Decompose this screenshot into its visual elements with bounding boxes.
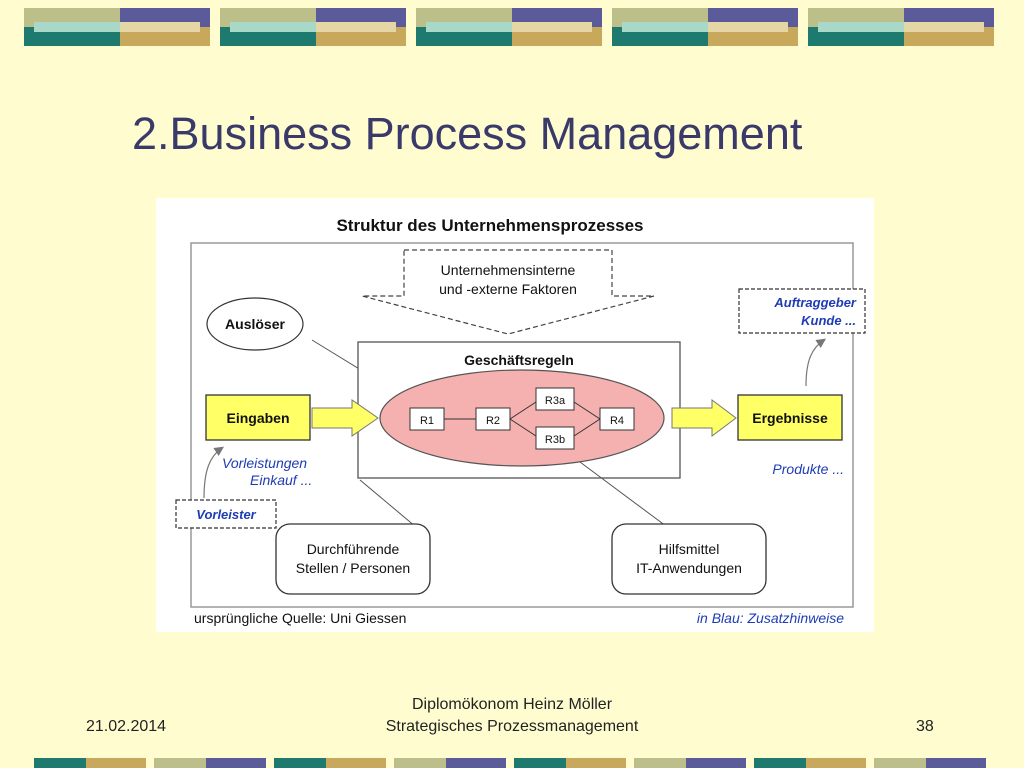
output-label: Ergebnisse — [752, 410, 828, 426]
client-line1: Auftraggeber — [773, 295, 857, 310]
footer-author-line1: Diplomökonom Heinz Möller — [411, 696, 613, 713]
client-arrow — [805, 338, 826, 387]
rule-r2: R2 — [486, 415, 500, 427]
supplier-note-line1: Vorleistungen — [222, 455, 307, 471]
header-decoration-1 — [24, 8, 210, 46]
executors-line1: Durchführende — [307, 541, 400, 557]
diagram-heading: Struktur des Unternehmensprozesses — [336, 216, 643, 235]
tools-line1: Hilfsmittel — [659, 541, 720, 557]
rule-r3b-box — [535, 426, 575, 450]
header-decoration-2 — [220, 8, 406, 46]
rules-ellipse — [379, 369, 665, 467]
footer-author: Diplomökonom Heinz Möller Strategisches … — [380, 694, 644, 738]
executors-box — [275, 523, 431, 595]
blue-note: in Blau: Zusatzhinweise — [697, 610, 844, 626]
client-line2: Kunde ... — [801, 313, 856, 328]
trigger-label: Auslöser — [225, 316, 285, 332]
footer-author-line2: Strategisches Prozessmanagement — [385, 718, 639, 735]
rule-r4: R4 — [610, 415, 624, 427]
supplier-label: Vorleister — [196, 507, 256, 522]
rule-link-r2-r3b — [509, 418, 537, 437]
rule-r3a: R3a — [545, 395, 566, 407]
process-diagram: Struktur des Unternehmensprozesses Unter… — [156, 198, 874, 632]
products-note: Produkte ... — [772, 461, 844, 477]
executors-line2: Stellen / Personen — [296, 560, 410, 576]
header-decoration-5 — [808, 8, 994, 46]
rule-r1: R1 — [420, 415, 434, 427]
tools-line2: IT-Anwendungen — [636, 560, 742, 576]
rule-link-r3b-r4 — [573, 418, 601, 437]
tools-connector — [579, 461, 675, 533]
supplier-arrow — [203, 446, 224, 499]
header-decoration-4 — [612, 8, 798, 46]
rule-r3a-box — [535, 387, 575, 411]
slide-title: 2.Business Process Management — [132, 108, 803, 159]
supplier-note-line2: Einkauf ... — [250, 472, 312, 488]
factors-line2: und -externe Faktoren — [439, 281, 577, 297]
executors-connector — [359, 479, 423, 533]
rule-link-r2-r3a — [509, 401, 537, 420]
tools-box — [611, 523, 767, 595]
input-label: Eingaben — [226, 410, 289, 426]
process-diagram-svg: Struktur des Unternehmensprozesses Unter… — [175, 216, 866, 626]
input-box — [205, 394, 311, 441]
rule-r1-box — [409, 407, 445, 431]
rule-link-r3a-r4 — [573, 401, 601, 420]
output-arrow — [671, 399, 737, 437]
client-box — [738, 288, 866, 334]
header-decoration-3 — [416, 8, 602, 46]
trigger-ellipse — [206, 297, 304, 351]
input-arrow — [311, 399, 379, 437]
source-note: ursprüngliche Quelle: Uni Giessen — [194, 610, 406, 626]
rules-title: Geschäftsregeln — [464, 352, 574, 368]
page-number: 38 — [916, 718, 934, 735]
supplier-box — [175, 499, 277, 529]
rule-r2-box — [475, 407, 511, 431]
footer-decoration — [0, 758, 1024, 768]
factors-arrow — [361, 249, 655, 335]
rule-r3b: R3b — [545, 434, 565, 446]
footer-date: 21.02.2014 — [86, 718, 167, 735]
factors-line1: Unternehmensinterne — [441, 262, 576, 278]
rule-r4-box — [599, 407, 635, 431]
output-box — [737, 394, 843, 441]
